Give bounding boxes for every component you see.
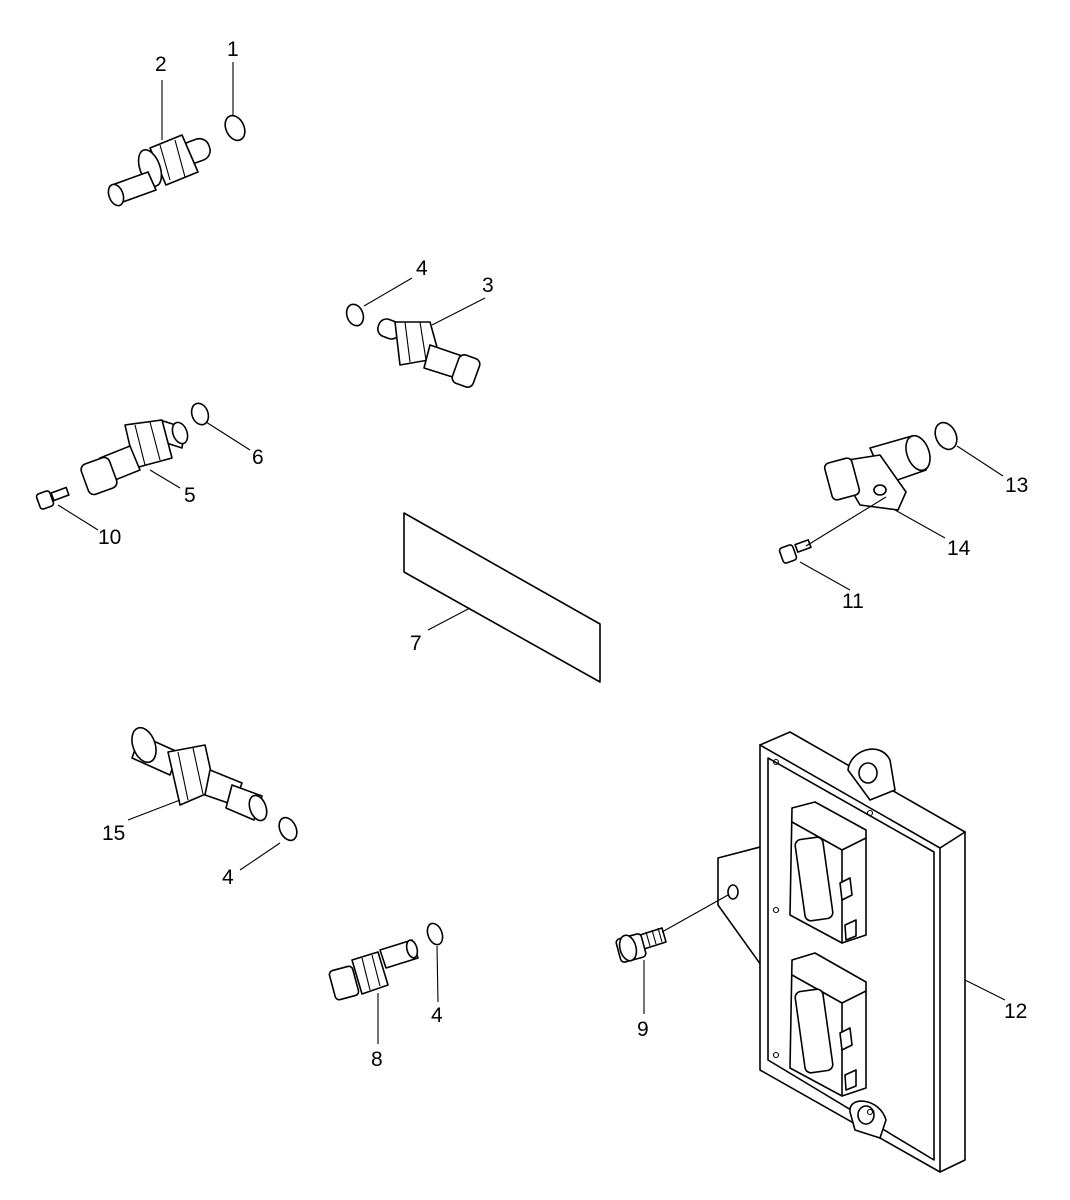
callout-1: 1 <box>227 38 239 61</box>
part-6-o-ring <box>190 402 210 426</box>
part-14-sensor <box>823 434 931 511</box>
leader-lines <box>57 62 1006 1044</box>
part-15-sensor <box>131 726 268 822</box>
part-7-label <box>403 512 601 683</box>
callout-11: 11 <box>842 590 864 613</box>
part-11-screw <box>778 539 812 564</box>
part-12-ecu <box>717 731 966 1173</box>
part-4-o-ring-upper <box>345 303 365 327</box>
callout-6: 6 <box>252 446 264 469</box>
callout-4: 4 <box>416 257 428 280</box>
callout-10: 10 <box>98 526 121 549</box>
part-2-sensor <box>107 134 211 207</box>
part-10-screw <box>35 486 70 510</box>
callout-15: 15 <box>102 822 125 845</box>
callout-5: 5 <box>184 484 196 507</box>
part-3-sensor <box>377 318 481 388</box>
part-13-o-ring <box>934 421 958 451</box>
part-4-o-ring-lower <box>426 922 444 946</box>
callout-2: 2 <box>155 53 167 76</box>
callout-4: 4 <box>222 866 234 889</box>
callout-9: 9 <box>637 1018 649 1041</box>
part-1-o-ring <box>224 114 246 142</box>
callout-3: 3 <box>482 274 494 297</box>
callout-14: 14 <box>947 537 971 560</box>
part-8-sensor <box>328 939 419 1001</box>
part-5-sensor <box>80 419 189 496</box>
part-4-o-ring-middle <box>278 816 298 842</box>
callout-4: 4 <box>431 1004 443 1027</box>
callout-7: 7 <box>410 632 422 655</box>
callout-numbers: 1 2 4 3 6 5 10 7 13 14 11 15 4 4 8 9 12 <box>98 38 1028 1071</box>
part-9-bolt <box>615 927 667 963</box>
callout-8: 8 <box>371 1048 383 1071</box>
callout-13: 13 <box>1005 474 1028 497</box>
callout-12: 12 <box>1004 1000 1027 1023</box>
